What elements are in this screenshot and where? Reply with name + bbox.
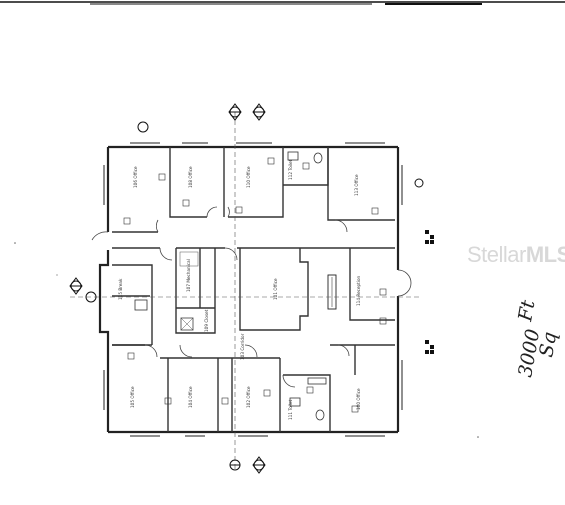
room-107-label: 107 Mechanical: [186, 259, 191, 292]
door-swings: [91, 206, 412, 388]
watermark-brand: Stellar: [467, 242, 526, 267]
sheet-top-edge: [0, 1, 565, 5]
watermark-text: StellarMLS: [467, 242, 565, 267]
room-112-label: 112 Toilet: [288, 159, 293, 180]
room-108-label: 108 Office: [188, 166, 193, 188]
watermark-suffix: MLS: [526, 242, 565, 267]
room-115-label: 115 Break: [118, 278, 123, 300]
handwritten-line-2: Ft: [514, 298, 540, 324]
handwritten-area-note: 3000 Ft Sq: [514, 298, 561, 379]
grid-marker-squares: [425, 230, 434, 354]
room-103-label: 103 Corridor: [240, 333, 245, 360]
room-labels: 106 Office 108 Office 110 Office 112 Toi…: [118, 159, 361, 420]
interior-walls: [112, 147, 395, 432]
handwritten-line-3: Sq: [535, 330, 561, 359]
room-113-label: 113 Office: [354, 174, 359, 196]
dimension-tags: [123, 157, 387, 413]
section-markers: [69, 103, 424, 474]
room-106-label: 106 Office: [133, 166, 138, 188]
reception-desk: [327, 274, 337, 310]
room-104-label: 104 Office: [188, 386, 193, 408]
room-100-label: 100 Office: [356, 388, 361, 410]
axis-lines: [70, 112, 420, 472]
room-105-label: 105 Office: [130, 386, 135, 408]
room-109-label: 109 Closet: [204, 309, 209, 332]
room-102-label: 102 Office: [246, 386, 251, 408]
exterior-walls: [98, 145, 400, 434]
room-114-label: 114 Reception: [356, 275, 361, 306]
room-110-label: 110 Office: [246, 166, 251, 188]
mechanical-equipment: [179, 251, 199, 331]
windows: [103, 142, 403, 437]
room-101-label: 101 Office: [273, 278, 278, 300]
plumbing-fixtures: [134, 151, 327, 421]
scan-specks: [14, 242, 479, 438]
room-111-label: 111 Toilet: [288, 399, 293, 420]
